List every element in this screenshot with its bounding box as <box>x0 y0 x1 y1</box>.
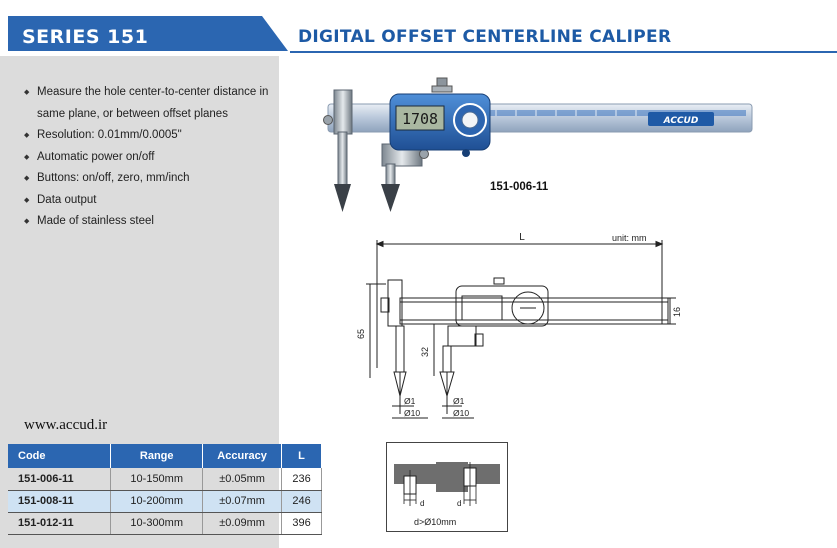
dia-10-right: Ø10 <box>453 408 469 418</box>
cell-length: 396 <box>281 512 322 535</box>
table-row: 151-008-11 10-200mm ±0.07mm 246 <box>8 490 322 513</box>
series-label: SERIES 151 <box>22 26 149 48</box>
dim-L: L <box>519 232 525 243</box>
brand-logo: ACCUD <box>663 116 699 126</box>
cell-length: 246 <box>281 490 322 513</box>
cell-range: 10-300mm <box>110 512 204 535</box>
feature-item: Data output <box>24 190 279 212</box>
table-row: 151-006-11 10-150mm ±0.05mm 236 <box>8 468 322 491</box>
cell-length: 236 <box>281 468 322 491</box>
dim-65: 65 <box>356 329 366 339</box>
feature-item: Automatic power on/off <box>24 147 279 169</box>
cell-accuracy: ±0.05mm <box>202 468 283 491</box>
series-header-tab <box>0 0 290 56</box>
dia-1-right: Ø1 <box>453 396 465 406</box>
feature-item: Buttons: on/off, zero, mm/inch <box>24 168 279 190</box>
detail-caption: d>Ø10mm <box>414 517 457 527</box>
col-length: L <box>281 444 322 468</box>
feature-item: Made of stainless steel <box>24 211 279 233</box>
dia-10-left: Ø10 <box>404 408 420 418</box>
detail-d-left: d <box>420 499 424 508</box>
cell-range: 10-200mm <box>110 490 204 513</box>
table-header-row: Code Range Accuracy L <box>8 444 322 468</box>
dim-16: 16 <box>672 307 682 317</box>
website-url[interactable]: www.accud.ir <box>24 417 108 433</box>
table-row: 151-012-11 10-300mm ±0.09mm 396 <box>8 512 322 535</box>
dim-32: 32 <box>420 347 430 357</box>
header-rule <box>290 51 837 53</box>
cell-code: 151-008-11 <box>8 490 112 513</box>
feature-item: Resolution: 0.01mm/0.0005" <box>24 125 279 147</box>
dimension-drawing: L 65 32 16 Ø1 Ø10 Ø1 Ø10 <box>356 232 682 419</box>
dia-1-left: Ø1 <box>404 396 416 406</box>
cell-accuracy: ±0.09mm <box>202 512 283 535</box>
lcd-readout: 1708 <box>402 110 438 128</box>
page-title: DIGITAL OFFSET CENTERLINE CALIPER <box>298 27 672 47</box>
cell-accuracy: ±0.07mm <box>202 490 283 513</box>
col-accuracy: Accuracy <box>202 444 283 468</box>
feature-list: Measure the hole center-to-center distan… <box>24 82 279 233</box>
caliper-photo: ACCUD 1708 <box>323 77 753 212</box>
cell-code: 151-012-11 <box>8 512 112 535</box>
col-code: Code <box>8 444 112 468</box>
offset-detail-diagram: d d <box>386 442 508 532</box>
cell-range: 10-150mm <box>110 468 204 491</box>
feature-item: Measure the hole center-to-center distan… <box>24 82 279 125</box>
spec-table: Code Range Accuracy L 151-006-11 10-150m… <box>8 444 322 535</box>
col-range: Range <box>110 444 204 468</box>
detail-d-right: d <box>457 499 461 508</box>
cell-code: 151-006-11 <box>8 468 112 491</box>
unit-label: unit: mm <box>612 233 647 243</box>
model-code: 151-006-11 <box>490 181 549 193</box>
